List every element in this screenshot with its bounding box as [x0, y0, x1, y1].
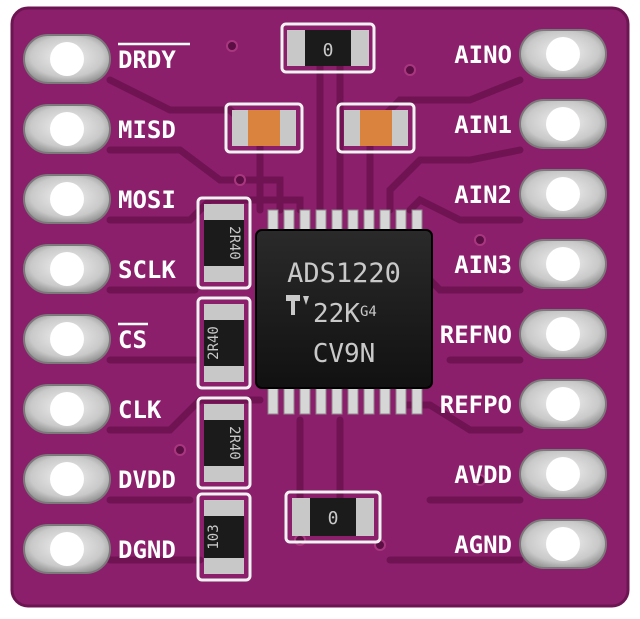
pin-label-mosi: MOSI — [118, 186, 176, 214]
resistor-top-label: 0 — [323, 40, 334, 61]
pad-right-6 — [519, 379, 607, 429]
pin-label-aino: AINO — [454, 41, 512, 69]
pin-label-refpo: REFPO — [440, 391, 512, 419]
ic-leads-top — [267, 209, 423, 235]
pad-left-2 — [23, 104, 111, 154]
pin-label-avdd: AVDD — [454, 461, 512, 489]
pin-label-refno: REFNO — [440, 321, 512, 349]
side-resistor-4-label: 103 — [206, 524, 222, 549]
ti-logo-icon — [286, 295, 309, 315]
side-resistor-1-label: 2R40 — [226, 226, 242, 260]
chip-line2-small: G4 — [360, 304, 377, 320]
pin-label-cs: CS — [118, 326, 147, 354]
chip-line2: 22K — [313, 299, 360, 329]
pin-label-misd: MISD — [118, 116, 176, 144]
pin-label-drdy: DRDY — [118, 46, 176, 74]
traces — [106, 56, 524, 564]
chip-line3: CV9N — [313, 339, 376, 369]
pin-label-ain2: AIN2 — [454, 181, 512, 209]
pad-right-7 — [519, 449, 607, 499]
resistor-bottom-label: 0 — [328, 508, 339, 529]
pad-right-1 — [519, 29, 607, 79]
pin-label-ain1: AIN1 — [454, 111, 512, 139]
capacitor-left — [224, 102, 304, 154]
ads1220-chip: ADS1220 22K G4 CV9N — [255, 229, 433, 389]
pin-label-sclk: SCLK — [118, 256, 176, 284]
pad-left-1 — [23, 34, 111, 84]
pad-right-5 — [519, 309, 607, 359]
right-pin-row — [519, 29, 607, 569]
left-pin-row — [23, 34, 111, 574]
pin-label-dgnd: DGND — [118, 536, 176, 564]
resistor-top: 0 — [280, 22, 376, 74]
pad-right-8 — [519, 519, 607, 569]
chip-part-number: ADS1220 — [287, 258, 401, 289]
pin-label-dvdd: DVDD — [118, 466, 176, 494]
pad-right-4 — [519, 239, 607, 289]
pad-left-3 — [23, 174, 111, 224]
pad-left-5 — [23, 314, 111, 364]
pad-right-3 — [519, 169, 607, 219]
pad-left-8 — [23, 524, 111, 574]
pad-left-6 — [23, 384, 111, 434]
side-resistor-1: 2R40 — [196, 196, 252, 290]
side-resistor-4: 103 — [196, 492, 252, 582]
pad-left-4 — [23, 244, 111, 294]
side-resistor-3: 2R40 — [196, 396, 252, 490]
pin-label-ain3: AIN3 — [454, 251, 512, 279]
ic-leads-bottom — [267, 385, 423, 415]
capacitor-right — [336, 102, 416, 154]
vias — [174, 40, 486, 551]
resistor-bottom: 0 — [284, 490, 382, 544]
pad-left-7 — [23, 454, 111, 504]
pad-right-2 — [519, 99, 607, 149]
side-resistor-2-label: 2R40 — [206, 326, 222, 360]
side-resistor-3-label: 2R40 — [226, 426, 242, 460]
pin-label-clk: CLK — [118, 396, 162, 424]
pin-label-agnd: AGND — [454, 531, 512, 559]
side-resistor-2: 2R40 — [196, 296, 252, 390]
